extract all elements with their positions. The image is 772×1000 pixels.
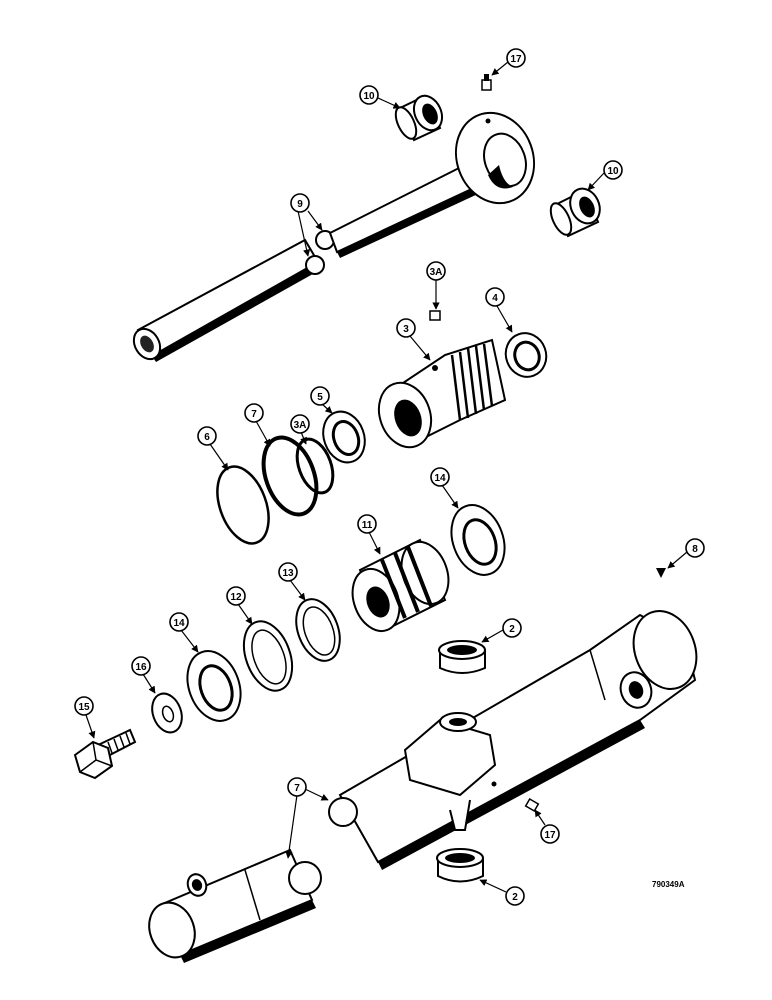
callout-label: 16 <box>135 662 147 673</box>
callout-label: 13 <box>282 568 294 579</box>
callout-14-top: 14 <box>430 467 450 487</box>
callout-17-top: 17 <box>506 48 526 68</box>
grease-fitting-top <box>481 74 492 91</box>
piston <box>351 538 450 632</box>
callout-13: 13 <box>278 562 298 582</box>
cylinder-barrel <box>148 610 698 963</box>
callout-label: 14 <box>434 473 446 484</box>
callout-8: 8 <box>685 538 705 558</box>
barrel-break-circle <box>328 797 358 827</box>
callout-16: 16 <box>131 656 151 676</box>
callout-label: 10 <box>607 166 619 177</box>
callout-label: 17 <box>544 830 556 841</box>
callout-label: 3A <box>294 420 307 431</box>
callout-label: 2 <box>512 892 518 903</box>
callout-9: 9 <box>290 193 310 213</box>
callout-14-low: 14 <box>169 612 189 632</box>
callout-17-low: 17 <box>540 824 560 844</box>
callout-6: 6 <box>197 426 217 446</box>
callout-label: 9 <box>297 199 303 210</box>
callout-2-top: 2 <box>502 618 522 638</box>
callout-12: 12 <box>226 586 246 606</box>
wear-ring <box>295 598 341 662</box>
bushing-barrel-top <box>438 640 486 674</box>
washer <box>151 692 183 734</box>
callout-label: 3 <box>403 324 409 335</box>
bolt <box>73 728 137 780</box>
bushing-left <box>394 94 444 142</box>
callout-10-right: 10 <box>603 160 623 180</box>
barrel-break-circle <box>288 861 322 895</box>
callout-label: 17 <box>510 54 522 65</box>
callout-label: 4 <box>492 293 498 304</box>
callout-label: 12 <box>230 592 242 603</box>
o-ring-seal <box>261 435 319 517</box>
grease-fitting-low <box>524 798 540 812</box>
callout-7-seal: 7 <box>244 403 264 423</box>
rod-break-circle <box>305 255 325 275</box>
piston-rod <box>132 111 536 362</box>
bushing-barrel-bottom <box>436 848 484 883</box>
callout-label: 3A <box>430 267 443 278</box>
callout-3: 3 <box>396 318 416 338</box>
callout-15: 15 <box>74 696 94 716</box>
rod-seal <box>322 410 366 464</box>
callout-3a-top: 3A <box>426 261 446 281</box>
callout-label: 7 <box>294 783 300 794</box>
piston-seal-top <box>450 504 506 576</box>
figure-code: 790349A <box>652 880 685 889</box>
plug-3a <box>429 310 441 321</box>
callout-label: 2 <box>509 624 515 635</box>
leader-lines <box>85 61 688 893</box>
gland <box>377 338 507 449</box>
callout-label: 15 <box>78 702 90 713</box>
wiper-seal <box>504 332 548 378</box>
bushing-right <box>549 187 601 238</box>
callout-label: 8 <box>692 544 698 555</box>
callout-3a-mid: 3A <box>290 414 310 434</box>
callout-label: 10 <box>363 91 375 102</box>
callout-4: 4 <box>485 287 505 307</box>
callout-5: 5 <box>310 386 330 406</box>
callout-label: 7 <box>251 409 257 420</box>
piston-ring <box>242 620 294 692</box>
callout-label: 5 <box>317 392 323 403</box>
callout-2-bottom: 2 <box>505 886 525 906</box>
callout-11: 11 <box>357 514 377 534</box>
callout-10-left: 10 <box>359 85 379 105</box>
piston-seal-low <box>186 650 242 722</box>
callout-label: 11 <box>362 520 373 531</box>
callout-label: 6 <box>204 432 210 443</box>
o-ring <box>216 465 270 545</box>
callout-7-barrel: 7 <box>287 777 307 797</box>
bleeder-fitting <box>656 568 666 578</box>
callout-label: 14 <box>173 618 185 629</box>
